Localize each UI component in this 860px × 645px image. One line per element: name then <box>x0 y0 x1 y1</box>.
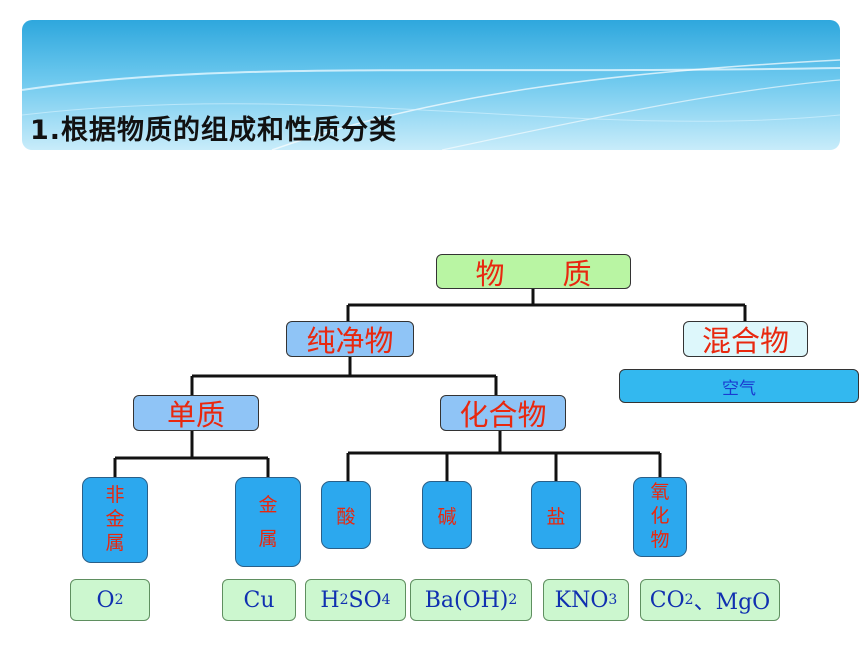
element-node: 单质 <box>133 395 259 432</box>
nonmetal-node: 非金属 <box>82 477 148 563</box>
page-title: 1.根据物质的组成和性质分类 <box>30 115 398 146</box>
example-metal: Cu <box>222 579 296 621</box>
acid-node: 酸 <box>321 481 371 549</box>
nonmetal-label: 非金属 <box>105 484 125 554</box>
formula-text: KNO <box>554 587 609 613</box>
formula-text: H <box>320 587 340 613</box>
salt-node: 盐 <box>531 481 581 549</box>
root-node: 物 质 <box>436 254 631 291</box>
salt-label: 盐 <box>546 505 566 528</box>
formula-subscript: 2 <box>508 592 518 608</box>
formula-text: SO <box>348 587 382 613</box>
formula-subscript: 3 <box>608 592 618 608</box>
example-base: Ba(OH)2 <box>410 579 532 621</box>
base-node: 碱 <box>422 481 472 549</box>
mixture-node: 混合物 <box>683 321 808 358</box>
formula-subscript: 4 <box>381 592 391 608</box>
formula-text: O <box>96 587 115 613</box>
formula-text: 、MgO <box>693 590 771 615</box>
oxide-label: 氧化物 <box>650 481 670 551</box>
header-banner <box>22 20 840 150</box>
pure-substance-node: 纯净物 <box>286 321 414 358</box>
banner-wave-decoration <box>22 59 840 150</box>
formula-subscript: 2 <box>339 592 349 608</box>
formula-text: Ba(OH) <box>424 587 509 613</box>
formula-text: CO <box>649 587 685 613</box>
mixture-example-node: 空气 <box>619 369 859 403</box>
oxide-node: 氧化物 <box>633 477 687 557</box>
metal-label: 金属 <box>258 493 278 550</box>
formula-subscript: 2 <box>114 592 124 608</box>
base-label: 碱 <box>437 505 457 528</box>
formula-text: Cu <box>243 587 275 613</box>
formula-subscript: 2 <box>684 592 694 608</box>
acid-label: 酸 <box>336 505 356 528</box>
metal-node: 金属 <box>235 477 301 567</box>
compound-node: 化合物 <box>440 395 566 432</box>
